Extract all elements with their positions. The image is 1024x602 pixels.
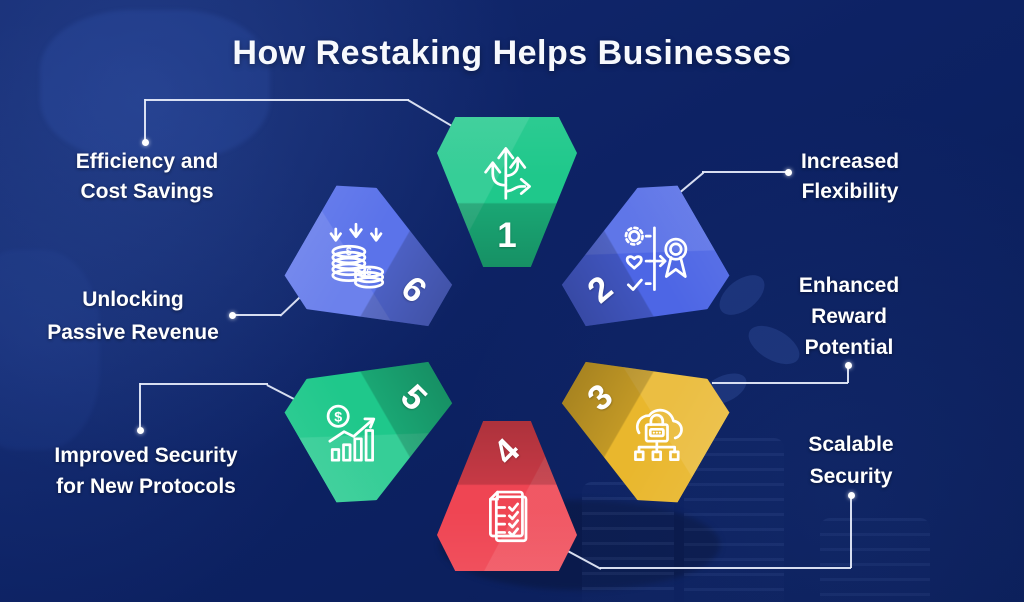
coins-down-arrows-icon: $ $ (319, 220, 395, 296)
cloud-lock-network-icon (619, 393, 695, 469)
petal-3-label: Enhanced Reward Potential (798, 274, 900, 359)
svg-text:$: $ (346, 246, 352, 258)
connector-dot (228, 312, 236, 320)
criteria-to-award-icon (619, 220, 695, 296)
petal-5: $ 5 (275, 322, 475, 518)
petal-4: 4 (437, 421, 577, 571)
checklist-documents-icon (469, 479, 545, 555)
svg-text:$: $ (366, 267, 372, 278)
petal-2: 2 (539, 170, 739, 366)
petal-6: $ $ 6 (275, 170, 475, 366)
petal-1: 1 (437, 117, 577, 267)
connector-dot (141, 138, 149, 146)
petal-2-label: Increased Flexibility (800, 150, 900, 203)
connector-dot (136, 426, 144, 434)
background-light-blob (0, 250, 100, 450)
background-light-blob (40, 10, 270, 160)
petal-4-label: Scalable Security (808, 433, 894, 488)
background-coin-stack (820, 518, 930, 602)
branching-arrows-icon (469, 133, 545, 209)
coin-growth-chart-icon: $ (319, 393, 395, 469)
connector-dot (847, 492, 855, 499)
page-title: How Restaking Helps Businesses (232, 34, 792, 72)
petal-6-label: Unlocking Passive Revenue (47, 288, 219, 344)
svg-text:$: $ (334, 410, 342, 426)
connector-dot (784, 168, 792, 176)
petal-1-label: Efficiency and Cost Savings (75, 150, 219, 203)
petal-1-number: 1 (497, 215, 517, 255)
petal-5-label: Improved Security for New Protocols (54, 444, 238, 498)
connector-dot (844, 362, 852, 369)
petal-3: 3 (539, 322, 739, 518)
